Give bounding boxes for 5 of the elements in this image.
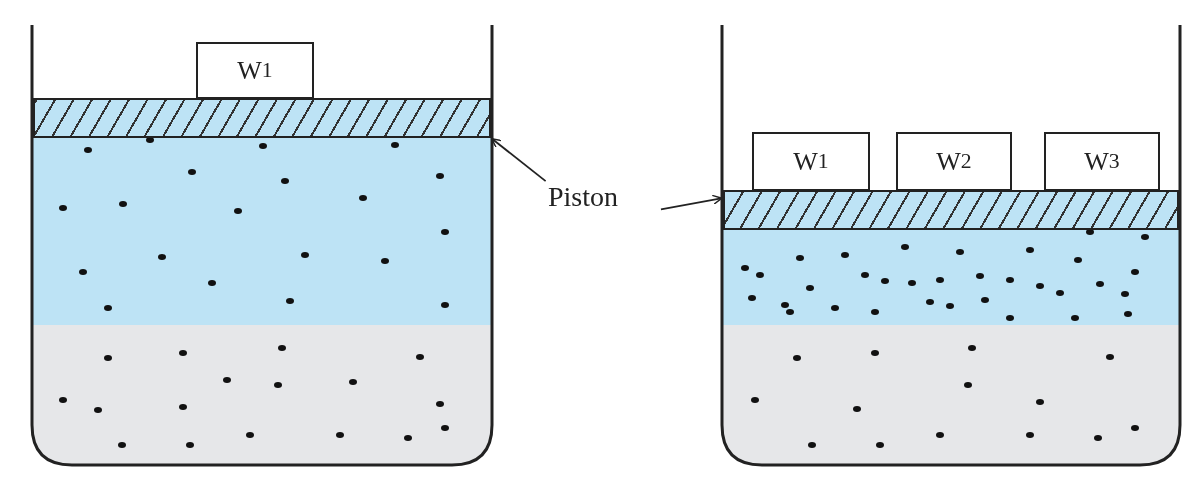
leader-line bbox=[491, 137, 547, 183]
piston bbox=[33, 98, 491, 138]
leader-line bbox=[660, 194, 723, 211]
callout-label: Piston bbox=[548, 183, 658, 213]
piston bbox=[723, 190, 1179, 230]
